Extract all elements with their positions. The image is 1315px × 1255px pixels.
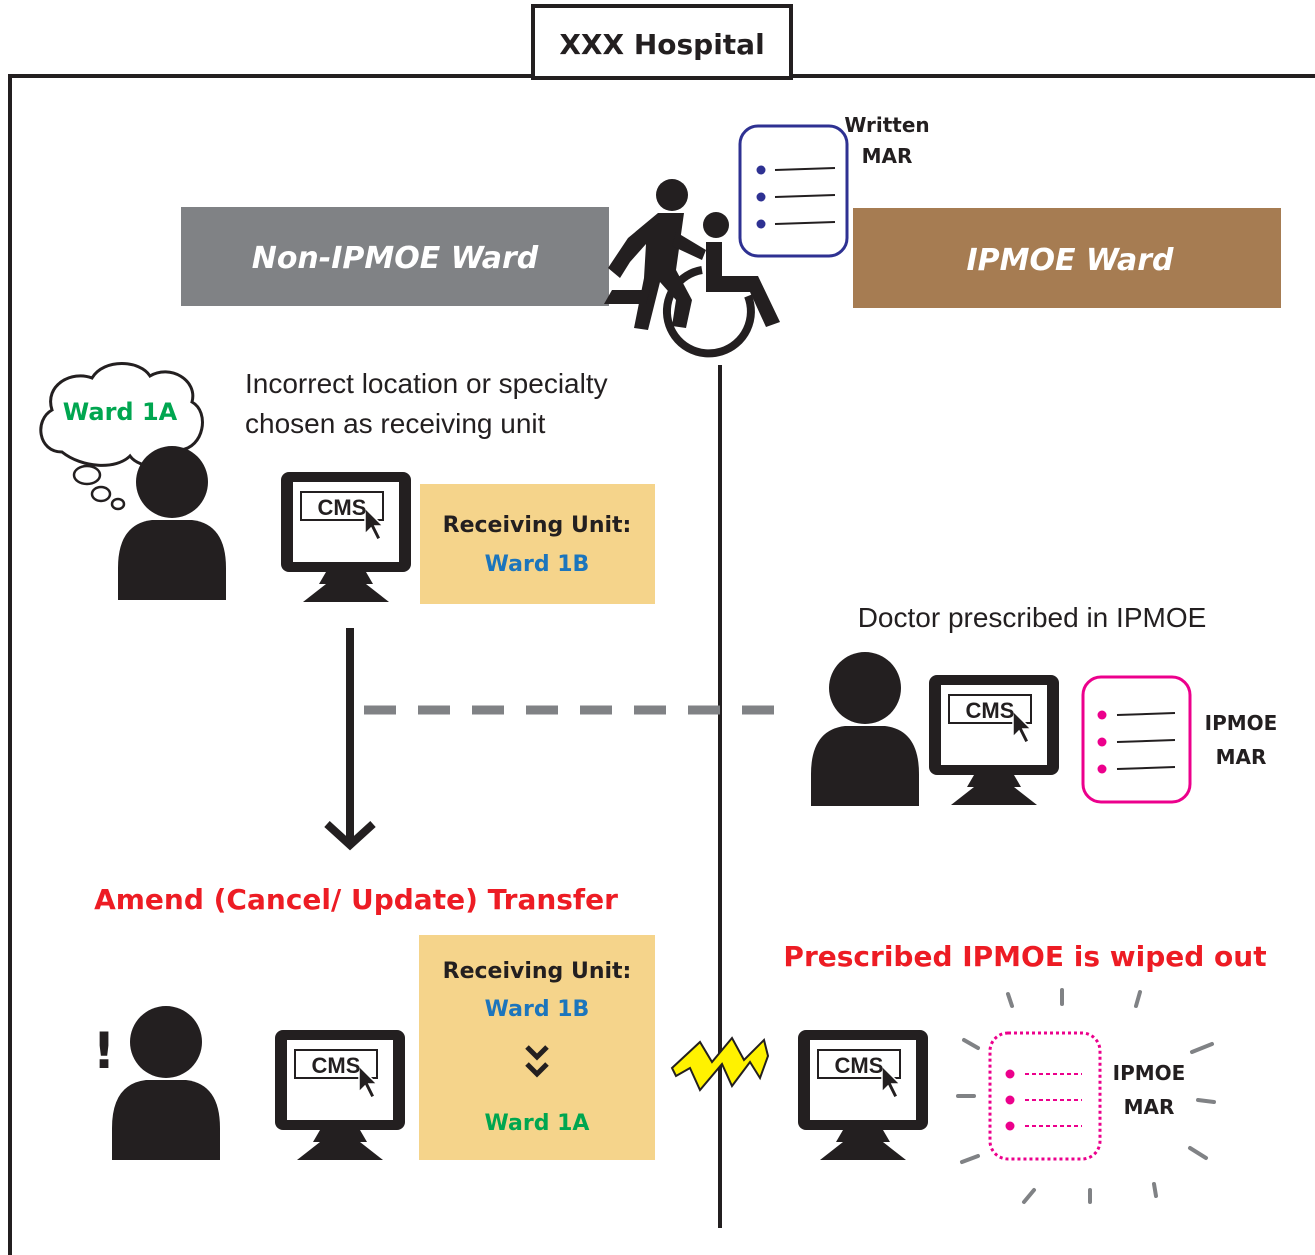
patient-transfer-icon bbox=[604, 179, 780, 358]
receiving-unit-note-bottom: Receiving Unit: Ward 1B Ward 1A bbox=[419, 935, 655, 1160]
cms-monitor-bottom-left: CMS bbox=[274, 1029, 406, 1161]
wiped-mar-label-line2: MAR bbox=[1124, 1095, 1175, 1119]
wiped-mar-label-line1: IPMOE bbox=[1113, 1061, 1186, 1085]
hospital-title-box: XXX Hospital bbox=[531, 4, 793, 80]
ipmoe-mar-label-line2: MAR bbox=[1216, 745, 1267, 769]
ipmoe-mar-icon bbox=[1081, 675, 1192, 804]
receiving-unit-label-bottom: Receiving Unit: bbox=[443, 959, 632, 984]
ipmoe-ward-label: IPMOE Ward bbox=[966, 243, 1174, 278]
receiving-unit-label-top: Receiving Unit: bbox=[443, 513, 632, 538]
staff-person-bottom bbox=[112, 1006, 220, 1160]
down-arrow bbox=[324, 628, 376, 851]
receiving-unit-note-top: Receiving Unit: Ward 1B bbox=[420, 484, 655, 604]
cms-label-doctor: CMS bbox=[966, 698, 1015, 723]
incorrect-caption-line1: Incorrect location or specialty bbox=[245, 368, 608, 399]
exclamation-mark: ! bbox=[93, 1022, 116, 1080]
written-mar-label-line2: MAR bbox=[862, 144, 913, 168]
thought-bubble-text: Ward 1A bbox=[63, 398, 178, 426]
cms-label-bottom-left: CMS bbox=[312, 1053, 361, 1078]
doctor-caption: Doctor prescribed in IPMOE bbox=[858, 602, 1207, 633]
staff-person-top bbox=[118, 446, 226, 600]
chevron-down-icon-2 bbox=[525, 1062, 549, 1078]
cms-label-bottom-right: CMS bbox=[835, 1053, 884, 1078]
ipmoe-mar-label-line1: IPMOE bbox=[1205, 711, 1278, 735]
cms-label-top: CMS bbox=[318, 495, 367, 520]
incorrect-caption-line2: chosen as receiving unit bbox=[245, 408, 546, 439]
hospital-title: XXX Hospital bbox=[559, 28, 764, 61]
thought-bubble bbox=[39, 362, 204, 511]
ipmoe-ward-header: IPMOE Ward bbox=[853, 208, 1281, 308]
wiped-out-text: Prescribed IPMOE is wiped out bbox=[783, 940, 1266, 973]
cms-monitor-bottom-right: CMS bbox=[797, 1029, 929, 1161]
wiped-ipmoe-mar-icon bbox=[988, 1031, 1102, 1161]
amend-transfer-text: Amend (Cancel/ Update) Transfer bbox=[94, 883, 618, 916]
written-mar-icon bbox=[738, 124, 849, 258]
written-mar-label-line1: Written bbox=[844, 113, 929, 137]
receiving-unit-new-value: Ward 1A bbox=[485, 1111, 590, 1136]
chevron-down-icon bbox=[525, 1045, 549, 1061]
doctor-person bbox=[811, 652, 919, 806]
receiving-unit-old-value: Ward 1B bbox=[485, 997, 590, 1022]
lightning-icon bbox=[670, 1036, 770, 1092]
cms-monitor-top: CMS bbox=[280, 471, 412, 603]
non-ipmoe-ward-header: Non-IPMOE Ward bbox=[181, 207, 609, 306]
non-ipmoe-ward-label: Non-IPMOE Ward bbox=[252, 241, 539, 276]
cms-monitor-doctor: CMS bbox=[928, 674, 1060, 806]
receiving-unit-value-top: Ward 1B bbox=[485, 552, 590, 577]
wiped-mar-burst bbox=[956, 988, 1216, 1204]
